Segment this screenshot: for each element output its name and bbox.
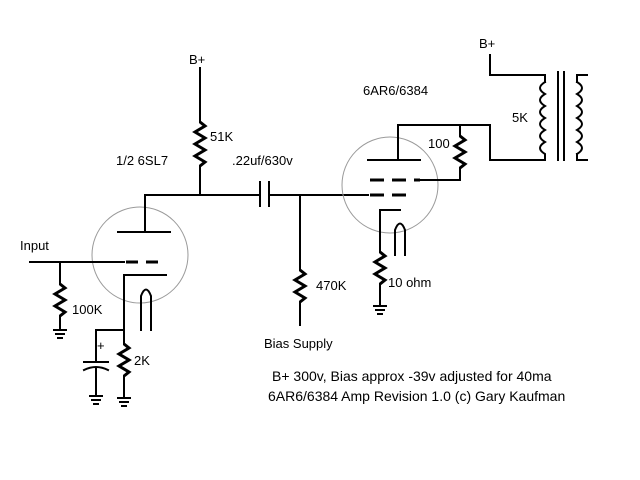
input-label: Input xyxy=(20,238,49,253)
tube2-envelope xyxy=(341,136,439,234)
transformer-secondary-leads xyxy=(576,74,588,161)
bplus-left-label: B+ xyxy=(189,52,205,67)
tube1-heater xyxy=(140,288,152,331)
plate-resistor-51k xyxy=(192,120,208,168)
tube1-cathode xyxy=(123,274,167,331)
ground-cathode1-symbol xyxy=(117,397,131,407)
tube2-cathode xyxy=(379,209,401,253)
note-line-1: B+ 300v, Bias approx -39v adjusted for 4… xyxy=(272,368,552,384)
bias-resistor-470k xyxy=(292,268,308,304)
tube2-heater xyxy=(394,222,406,256)
cathode2-resistor-label: 10 ohm xyxy=(388,275,431,290)
cathode2-resistor-10ohm xyxy=(372,250,388,286)
bplus-right-label: B+ xyxy=(479,36,495,51)
ground-cap-symbol xyxy=(89,395,103,405)
cap-plus-label: + xyxy=(97,338,105,353)
bplus-right-wire xyxy=(489,54,546,83)
screen-resistor-label: 100 xyxy=(428,136,450,151)
tube2-label: 6AR6/6384 xyxy=(363,83,428,98)
transformer-core xyxy=(557,71,565,161)
bias-resistor-label: 470K xyxy=(316,278,347,293)
transformer-primary xyxy=(489,80,547,161)
transformer-secondary xyxy=(575,80,583,156)
ground-grid-symbol xyxy=(53,329,67,339)
tube2-plate-lead xyxy=(397,124,491,161)
grid-resistor-100k xyxy=(52,282,68,318)
bias-supply-label: Bias Supply xyxy=(264,336,333,351)
screen-resistor-100 xyxy=(452,134,468,170)
cathode-resistor-label: 2K xyxy=(134,353,150,368)
ground-cathode2-symbol xyxy=(373,305,387,315)
cathode-resistor-2k xyxy=(116,342,132,378)
transformer-label: 5K xyxy=(512,110,528,125)
plate-resistor-label: 51K xyxy=(210,129,233,144)
cathode-cap-wire-top xyxy=(95,329,125,363)
screen-resistor-wire-bottom xyxy=(419,167,461,181)
tube1-label: 1/2 6SL7 xyxy=(116,153,168,168)
grid-resistor-label: 100K xyxy=(72,302,103,317)
note-line-2: 6AR6/6384 Amp Revision 1.0 (c) Gary Kauf… xyxy=(268,388,565,404)
coupling-cap-label: .22uf/630v xyxy=(232,153,293,168)
tube1-envelope xyxy=(91,206,189,304)
